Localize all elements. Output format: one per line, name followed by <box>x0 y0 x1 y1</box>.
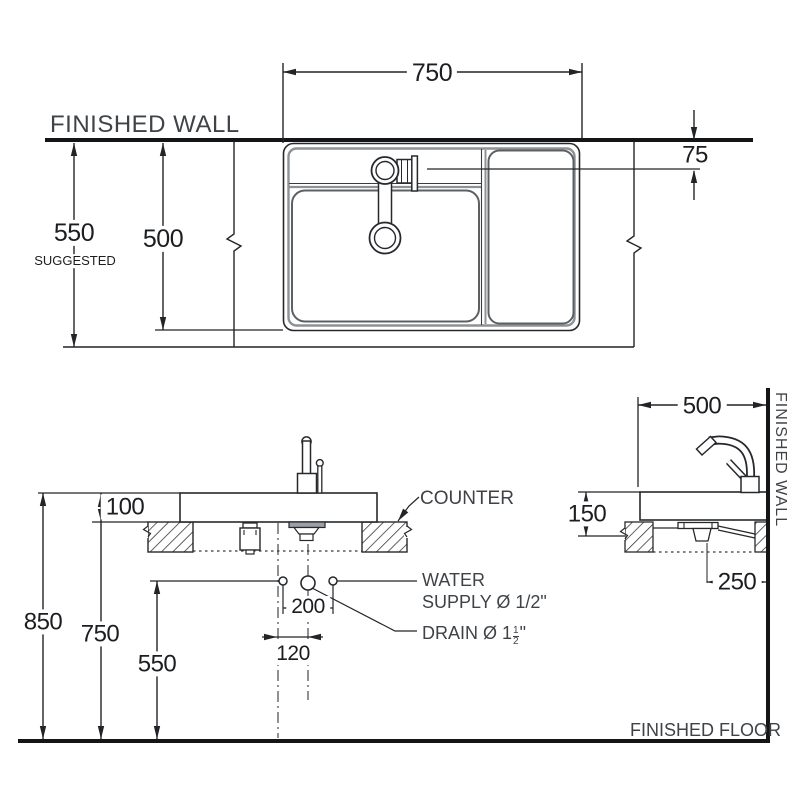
dim-500-text: 500 <box>137 226 189 252</box>
water-supply-point-right <box>328 576 338 586</box>
water-supply-point-left <box>278 576 288 586</box>
side-sink-slab <box>639 491 769 521</box>
dim-550-note: SUGGESTED <box>31 254 119 268</box>
plan-right-section <box>487 149 575 325</box>
dim-75-text: 75 <box>677 142 713 168</box>
front-drain-fitting <box>288 521 326 542</box>
front-view <box>38 436 420 740</box>
dim-150-text: 150 <box>562 501 612 527</box>
front-faucet <box>296 436 324 494</box>
front-counter-right <box>361 521 408 553</box>
front-sink-slab <box>179 492 378 523</box>
dim-500-side-text: 500 <box>677 393 727 419</box>
side-counter-left <box>624 521 654 553</box>
side-faucet-base <box>740 475 760 494</box>
dim-250-text: 250 <box>712 569 762 595</box>
drain-point <box>300 575 316 591</box>
water-supply-label-line2: SUPPLY Ø 1/2" <box>422 592 547 612</box>
plan-counter-left-edge <box>225 142 243 347</box>
dim-100-text: 100 <box>100 494 150 520</box>
plan-faucet <box>368 155 419 255</box>
plan-sink <box>282 142 581 332</box>
plan-counter-right-edge <box>625 142 643 347</box>
plan-faucet-handle <box>396 158 414 184</box>
drain-leader <box>311 587 417 632</box>
dim-750-text: 750 <box>406 60 458 86</box>
structure-lines <box>18 388 770 743</box>
finished-wall-top-label: FINISHED WALL <box>50 111 240 138</box>
dim-550-text: 550 <box>48 220 100 246</box>
dim-550-front-text: 550 <box>132 651 182 677</box>
finished-floor-label: FINISHED FLOOR <box>630 720 782 740</box>
side-faucet-aerator <box>695 435 718 457</box>
front-counter-left <box>147 521 194 553</box>
dim-750-front-text: 750 <box>75 621 125 647</box>
counter-label: COUNTER <box>420 488 514 509</box>
water-supply-label-line1: WATER <box>422 570 485 590</box>
side-faucet <box>695 435 760 494</box>
front-supply-valve <box>239 522 261 555</box>
side-drain-fitting <box>653 521 756 542</box>
side-view <box>578 397 769 586</box>
dim-120-text: 120 <box>271 642 315 666</box>
finished-wall-side-label: FINISHED WALL <box>772 392 789 528</box>
dim-200-text: 200 <box>286 595 330 619</box>
front-drain-flange <box>288 521 326 529</box>
plan-view <box>45 63 753 348</box>
dim-850-text: 850 <box>18 609 68 635</box>
